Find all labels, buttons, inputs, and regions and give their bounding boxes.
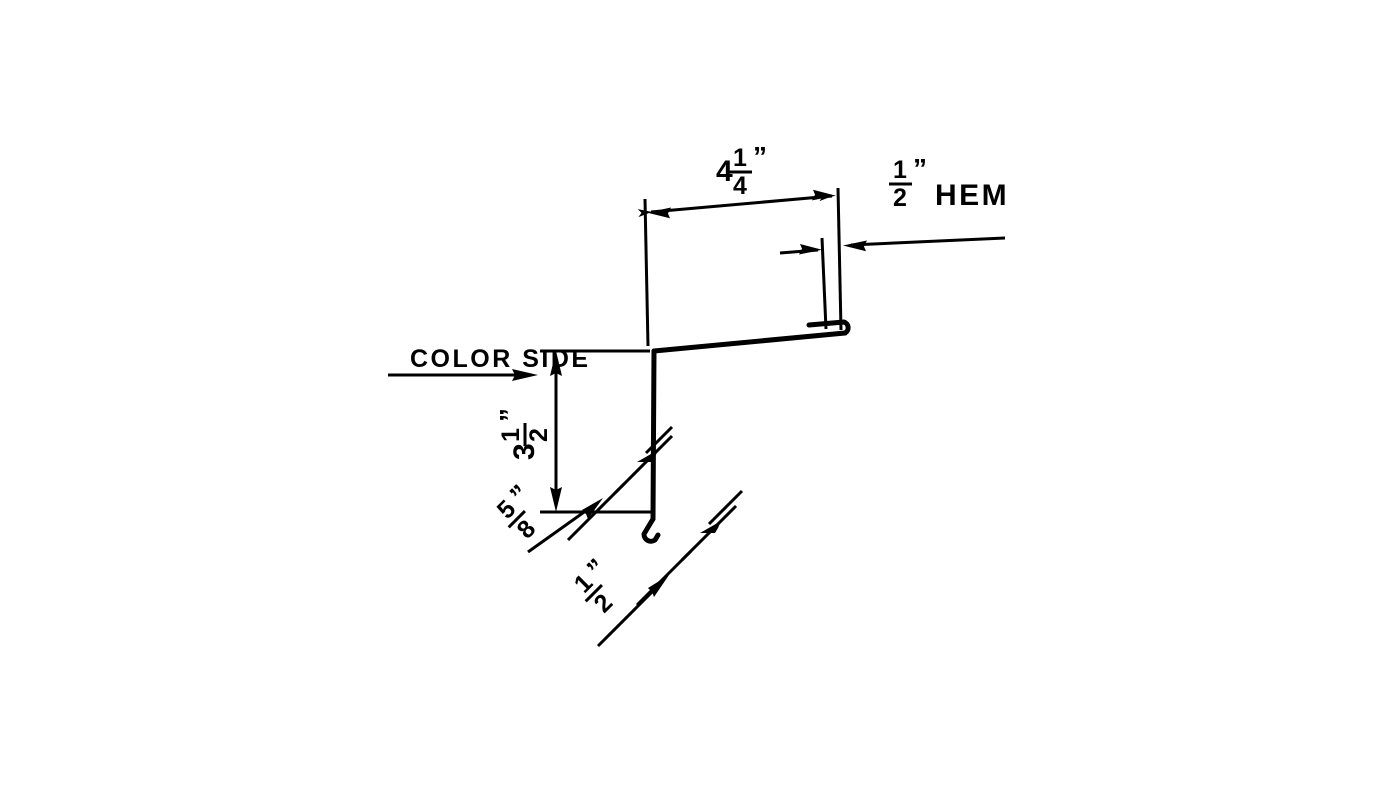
vertical-arrowhead-bottom (550, 487, 562, 512)
dimension-label-3-1-2: 3 1 2 ” (494, 408, 553, 461)
metal-profile-outline (641, 319, 851, 544)
bottom-hem-dimension-line-upper (707, 489, 744, 526)
hem-inner-arrowhead (799, 244, 822, 255)
vertical-dim-whole-number: 3 (508, 443, 541, 460)
offset-arrowhead-lower (582, 498, 603, 519)
dimension-top-flange-length (637, 187, 843, 347)
profile-top-hem-fold (806, 319, 851, 336)
dim-unit-inch: ” (753, 141, 768, 172)
arrowhead-left (647, 207, 671, 219)
offset-extension-line-lower (566, 481, 627, 542)
dimension-lower-offset (527, 425, 674, 554)
hem-leader-line (850, 236, 1006, 247)
extension-line-right (836, 187, 843, 331)
dimension-line (637, 193, 833, 218)
vertical-dim-denominator: 2 (525, 428, 553, 442)
hem-denominator: 2 (893, 184, 907, 212)
offset-denominator: 8 (512, 515, 542, 545)
vertical-dim-unit-inch: ” (494, 408, 525, 423)
dimension-bottom-hem (596, 489, 744, 648)
bottom-hem-dimension-line-lower (596, 582, 662, 648)
offset-arrowhead-upper (637, 450, 658, 462)
color-side-label: COLOR SIDE (410, 345, 591, 373)
dim-denominator: 4 (733, 172, 747, 200)
vertical-dim-numerator: 1 (497, 428, 525, 442)
bottom-hem-denominator: 2 (589, 589, 619, 619)
profile-bottom-hem-fold (641, 516, 661, 544)
offset-dimension-line-lower (527, 503, 595, 554)
arrowhead-right (812, 189, 836, 201)
extension-line-left (643, 198, 650, 347)
dimension-label-bottom-half: 1 2 ” (569, 552, 619, 619)
hem-extension-line (820, 237, 828, 330)
dim-whole-number: 4 (716, 155, 733, 188)
dimension-hem-return (779, 236, 1006, 330)
offset-fraction-bar (507, 509, 527, 529)
offset-dimension-line-upper (644, 425, 674, 455)
vertical-arrowhead-top (550, 351, 562, 376)
bottom-hem-arrowhead-upper (700, 521, 721, 533)
hem-leader-arrowhead (843, 240, 867, 252)
dimension-label-4-1-4: 4 1 4 ” (716, 141, 768, 200)
bottom-hem-arrowhead-lower (648, 575, 669, 597)
bottom-hem-fraction-bar (584, 583, 604, 603)
dimension-label-half-hem: 1 2 ” HEM (889, 153, 1009, 212)
hem-numerator: 1 (893, 156, 907, 184)
hem-note-label: HEM (935, 179, 1009, 212)
dim-numerator: 1 (733, 144, 747, 172)
hem-unit-inch: ” (913, 153, 928, 184)
profile-vertical-leg (650, 348, 657, 522)
dimension-vertical-leg (540, 349, 655, 514)
color-side-arrowhead (512, 369, 538, 381)
profile-top-flange (651, 330, 848, 354)
